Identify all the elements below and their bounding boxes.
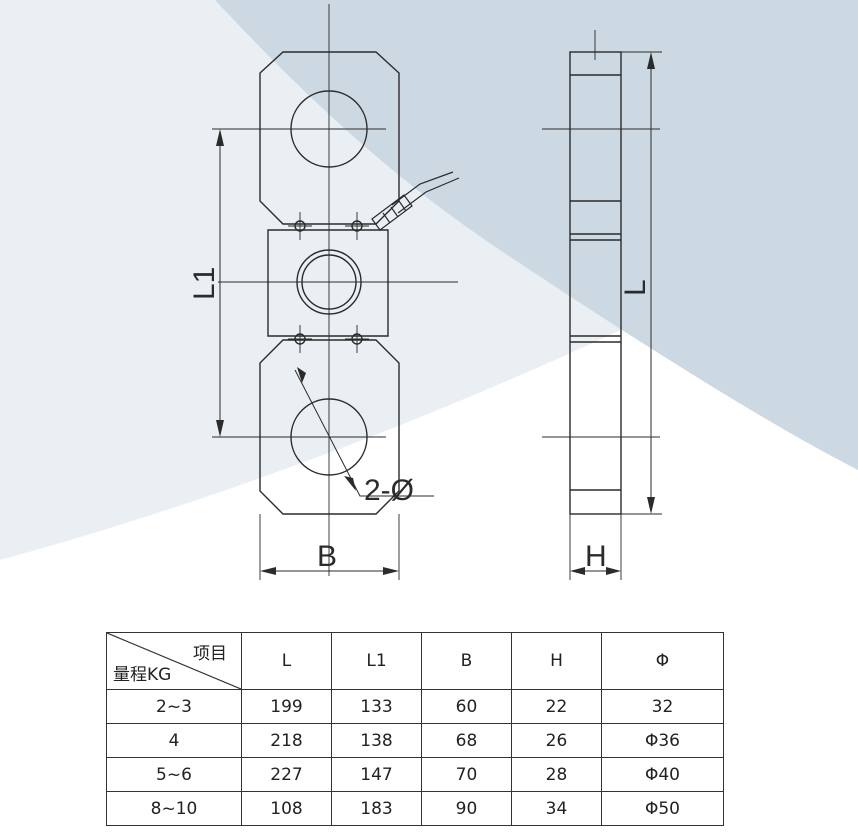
b-arrow-right	[383, 567, 399, 575]
b-label: B	[317, 540, 337, 573]
side-view	[542, 30, 662, 580]
corner-bottom-label: 量程KG	[113, 665, 172, 685]
side-body	[569, 51, 622, 515]
value-cell: 28	[511, 757, 602, 792]
h-arrow-left	[570, 567, 585, 575]
value-cell: 108	[241, 791, 332, 826]
table-row: 8~10 108 183 90 34 Φ50	[106, 791, 724, 826]
l1-arrow-top	[216, 129, 224, 146]
value-cell: 218	[241, 723, 332, 758]
table-row: 4 218 138 68 26 Φ36	[106, 723, 724, 758]
l-arrow-bottom	[647, 497, 655, 514]
value-cell: 227	[241, 757, 332, 792]
diameter-leader	[294, 369, 434, 497]
h-extension-lines	[569, 514, 622, 580]
header-l: L	[241, 632, 332, 690]
table-row: 2~3 199 133 60 22 32	[106, 689, 724, 724]
corner-cell: 项目 量程KG	[106, 632, 242, 690]
value-cell: 138	[331, 723, 422, 758]
side-segments	[570, 74, 621, 491]
corner-top-label: 项目	[193, 644, 227, 664]
value-cell: 183	[331, 791, 422, 826]
range-cell: 8~10	[106, 791, 242, 826]
value-cell: 22	[511, 689, 602, 724]
value-cell: 26	[511, 723, 602, 758]
middle-block-outline	[267, 229, 389, 337]
header-phi: Φ	[601, 632, 724, 690]
header-h: H	[511, 632, 602, 690]
value-cell: 133	[331, 689, 422, 724]
range-cell: 4	[106, 723, 242, 758]
table-row: 5~6 227 147 70 28 Φ40	[106, 757, 724, 792]
l-label: L	[619, 279, 652, 296]
value-cell: Φ40	[601, 757, 724, 792]
range-cell: 5~6	[106, 757, 242, 792]
l1-arrow-bottom	[216, 420, 224, 437]
cable	[391, 171, 460, 214]
b-arrow-left	[260, 567, 276, 575]
value-cell: 68	[421, 723, 512, 758]
side-centerlines	[542, 30, 660, 438]
b-extension-lines	[259, 514, 400, 580]
value-cell: Φ50	[601, 791, 724, 826]
header-l1: L1	[331, 632, 422, 690]
value-cell: 34	[511, 791, 602, 826]
diameter-label: 2-Ø	[364, 474, 414, 507]
header-row: 项目 量程KG L L1 B H Φ	[106, 632, 724, 690]
value-cell: 70	[421, 757, 512, 792]
h-arrow-right	[606, 567, 621, 575]
front-view	[212, 4, 460, 580]
diameter-arrow-top	[297, 367, 306, 383]
range-cell: 2~3	[106, 689, 242, 724]
bolt-crosshairs	[288, 212, 369, 353]
l1-label: L1	[188, 267, 221, 300]
spec-table: 项目 量程KG L L1 B H Φ 2~3 199 133 60 22 32 …	[106, 632, 724, 826]
value-cell: 147	[331, 757, 422, 792]
value-cell: Φ36	[601, 723, 724, 758]
value-cell: 60	[421, 689, 512, 724]
value-cell: 32	[601, 689, 724, 724]
value-cell: 199	[241, 689, 332, 724]
background-wave-dark	[215, 0, 858, 470]
l-extension-lines	[621, 51, 662, 515]
header-b: B	[421, 632, 512, 690]
l-arrow-top	[647, 52, 655, 69]
value-cell: 90	[421, 791, 512, 826]
bottom-block-outline	[259, 339, 400, 515]
diameter-arrow-bottom	[344, 476, 356, 491]
cable-gland	[371, 194, 413, 231]
h-label: H	[585, 540, 607, 573]
